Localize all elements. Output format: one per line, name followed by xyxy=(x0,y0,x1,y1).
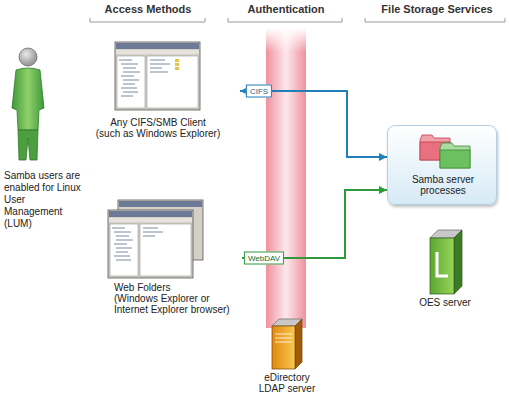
ldap-server-icon xyxy=(272,319,302,369)
node-text: Samba server processes xyxy=(408,174,478,196)
node-text: Any CIFS/SMB Client xyxy=(94,117,222,128)
column-header: Access Methods xyxy=(105,3,192,15)
oes-server-icon xyxy=(430,230,462,294)
header-rules xyxy=(90,18,505,22)
client-node: Web Folders(Windows Explorer or Internet… xyxy=(94,203,242,323)
protocol-connector xyxy=(240,91,387,157)
authentication-band xyxy=(266,28,306,328)
samba-process-box: Samba server processes xyxy=(387,125,497,205)
protocol-connector xyxy=(242,190,387,258)
column-header: File Storage Services xyxy=(381,3,492,15)
node-text: OES server xyxy=(412,297,478,308)
protocol-label: CIFS xyxy=(246,85,272,98)
node-text: (such as Windows Explorer) xyxy=(94,128,222,139)
cifs-client-window xyxy=(115,42,200,110)
server-node: eDirectory LDAP server xyxy=(252,312,322,398)
column-header: Authentication xyxy=(248,3,325,15)
server-node: OES server xyxy=(412,222,478,310)
user-note: Samba users are enabled for Linux User M… xyxy=(4,170,82,230)
protocol-label: WebDAV xyxy=(244,252,284,265)
user-icon xyxy=(12,48,44,160)
node-text: (Windows Explorer or Internet Explorer b… xyxy=(114,293,234,315)
web-folders-windows xyxy=(108,200,203,278)
client-node: Any CIFS/SMB Client(such as Windows Expl… xyxy=(94,38,240,144)
node-text: eDirectory LDAP server xyxy=(252,372,322,394)
node-text: Web Folders xyxy=(114,282,234,293)
